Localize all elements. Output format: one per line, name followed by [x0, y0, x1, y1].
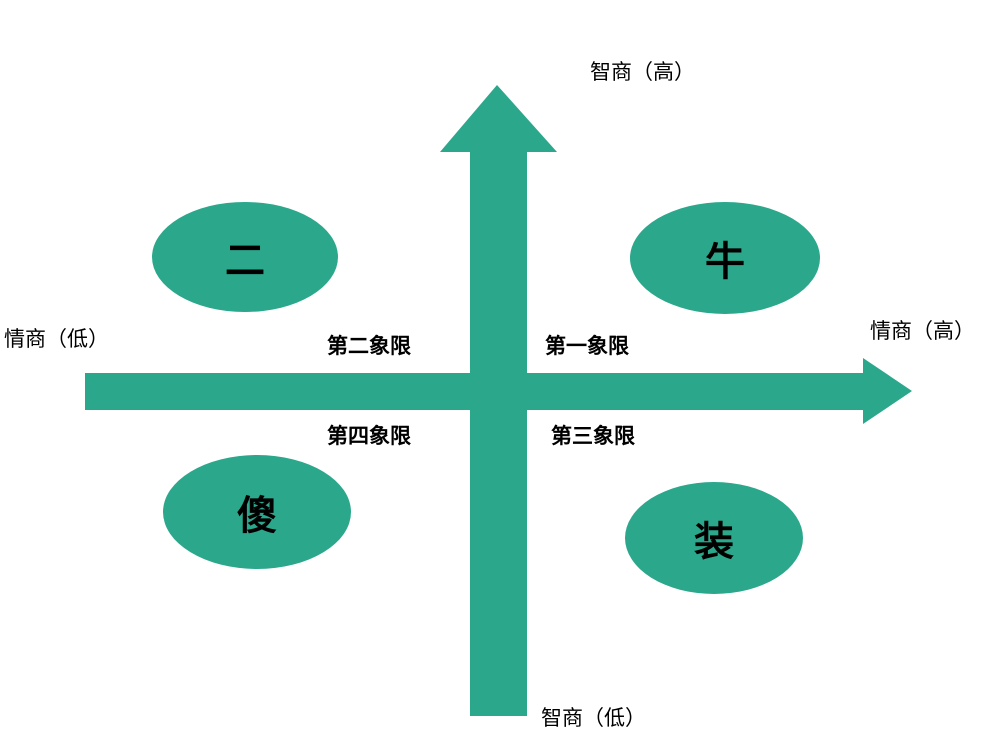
x-axis-high-label: 情商（高）	[870, 319, 975, 343]
ellipse-bottom-left-text: 傻	[237, 493, 277, 539]
quadrant-2-label: 第二象限	[327, 334, 411, 358]
quadrant-4-label: 第四象限	[327, 424, 411, 448]
ellipse-top-left-text: 二	[225, 238, 265, 284]
y-axis-high-label: 智商（高）	[590, 60, 695, 84]
y-axis-low-label: 智商（低）	[541, 706, 646, 730]
ellipse-top-left: 二	[152, 202, 338, 312]
ellipse-top-right: 牛	[630, 202, 820, 314]
ellipse-bottom-right: 装	[625, 482, 803, 594]
quadrant-1-label: 第一象限	[545, 334, 629, 358]
ellipse-bottom-left: 傻	[163, 455, 351, 569]
x-axis-low-label: 情商（低）	[4, 327, 109, 351]
quadrant-3-label: 第三象限	[551, 424, 635, 448]
ellipse-bottom-right-text: 装	[694, 519, 734, 565]
x-axis-arrow	[85, 358, 912, 424]
ellipse-top-right-text: 牛	[705, 239, 745, 285]
